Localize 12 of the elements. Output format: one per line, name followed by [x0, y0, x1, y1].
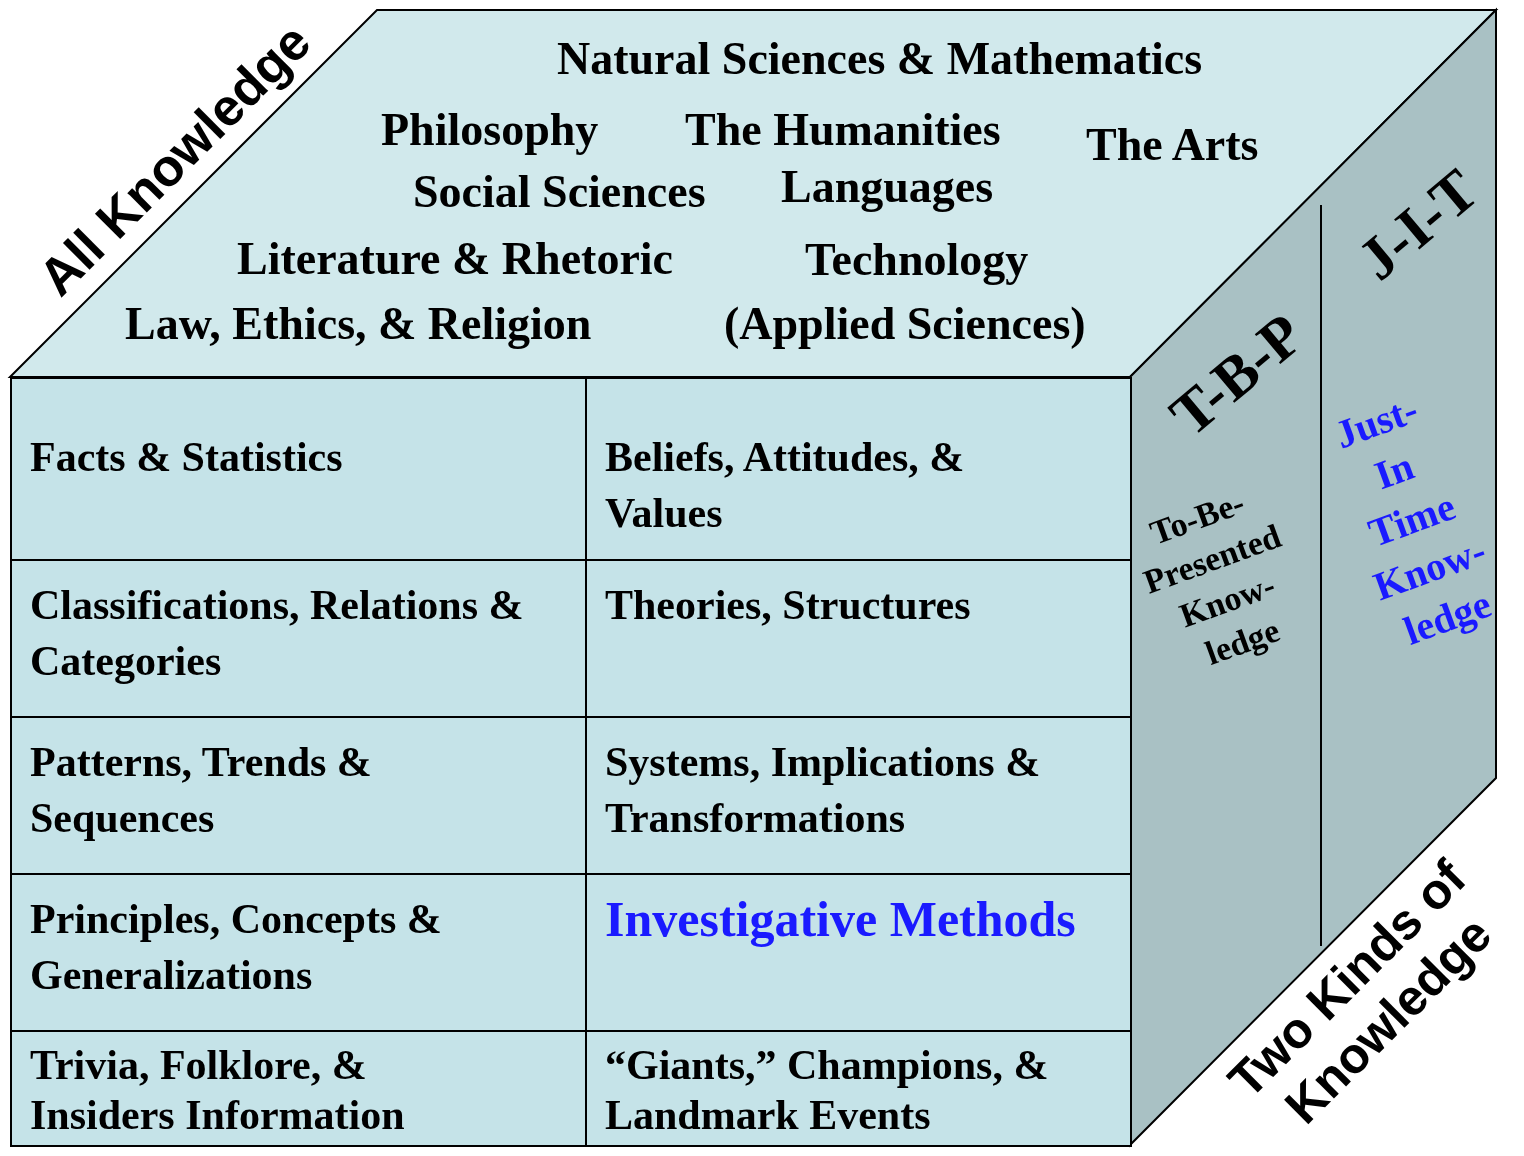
discipline-label: Natural Sciences & Mathematics [557, 32, 1203, 85]
discipline-label: Law, Ethics, & Religion [125, 297, 592, 350]
discipline-label: Languages [781, 160, 994, 213]
discipline-label: Technology [805, 233, 1029, 286]
discipline-label: The Arts [1086, 118, 1259, 171]
discipline-label: (Applied Sciences) [724, 297, 1086, 350]
band-text: Just-In Time Know- ledge [1327, 385, 1498, 656]
discipline-label: The Humanities [685, 103, 1001, 156]
discipline-label: Philosophy [381, 103, 599, 156]
discipline-label: Literature & Rhetoric [237, 233, 673, 285]
table-cell: “Giants,” Champions, & Landmark Events [585, 1030, 1132, 1147]
discipline-label: Social Sciences [413, 165, 706, 218]
